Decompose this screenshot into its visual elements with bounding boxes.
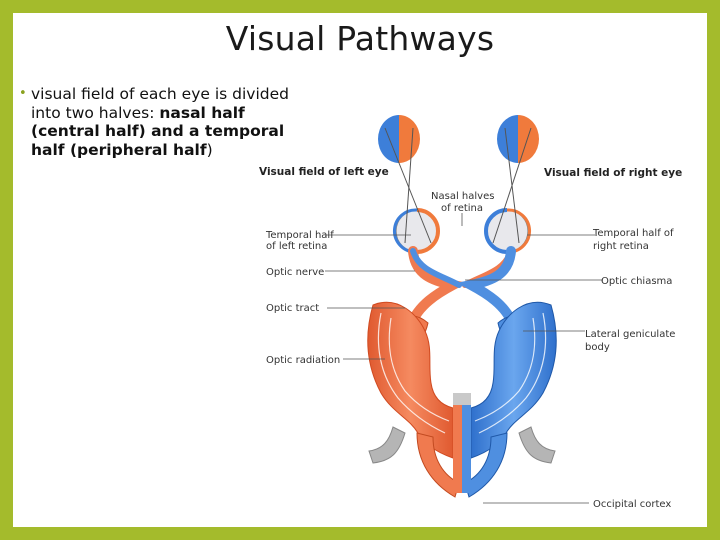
slide: Visual Pathways • visual field of each e… [13,13,707,527]
occipital-cortex [368,393,556,498]
left-visual-field-label: Visual field of left eye [259,166,389,178]
optic-tract-label: Optic tract [266,303,319,314]
right-visual-field-label: Visual field of right eye [544,167,682,179]
slide-title: Visual Pathways [225,19,495,58]
bullet-bold-text: nasal half (central half) and a temporal… [31,103,285,159]
bullet-point: • visual field of each eye is divided in… [19,85,289,159]
temporal-right-label-1: Temporal half of [592,228,674,239]
left-eyeball [393,208,440,254]
right-optic-radiation [470,301,557,459]
lgb-label-1: Lateral geniculate [585,329,675,340]
temporal-right-label-2: right retina [593,241,649,252]
optic-chiasma-label: Optic chiasma [601,276,672,287]
leader-lines [325,213,603,504]
occipital-cortex-label: Occipital cortex [593,499,671,510]
bullet-intro: visual field of each eye is divided into… [31,85,289,122]
bullet-end: ) [206,140,213,159]
bullet-text: visual field of each eye is divided into… [19,85,289,159]
bullet-dot-icon: • [19,86,27,101]
optic-nerve-label: Optic nerve [266,267,324,278]
visual-pathway-diagram: Visual field of left eye Visual field of… [259,115,682,510]
right-eyeball [484,208,531,254]
light-rays [384,127,532,244]
optic-radiation-label: Optic radiation [266,355,340,366]
left-optic-radiation [367,301,454,459]
right-visual-field [497,115,539,163]
nasal-halves-label-1: Nasal halves [431,191,494,202]
temporal-left-label-1: Temporal half [265,230,334,241]
lgb-label-2: body [585,342,610,353]
temporal-left-label-2: of left retina [266,241,327,252]
nasal-halves-label-2: of retina [441,203,483,214]
left-visual-field [378,115,420,163]
